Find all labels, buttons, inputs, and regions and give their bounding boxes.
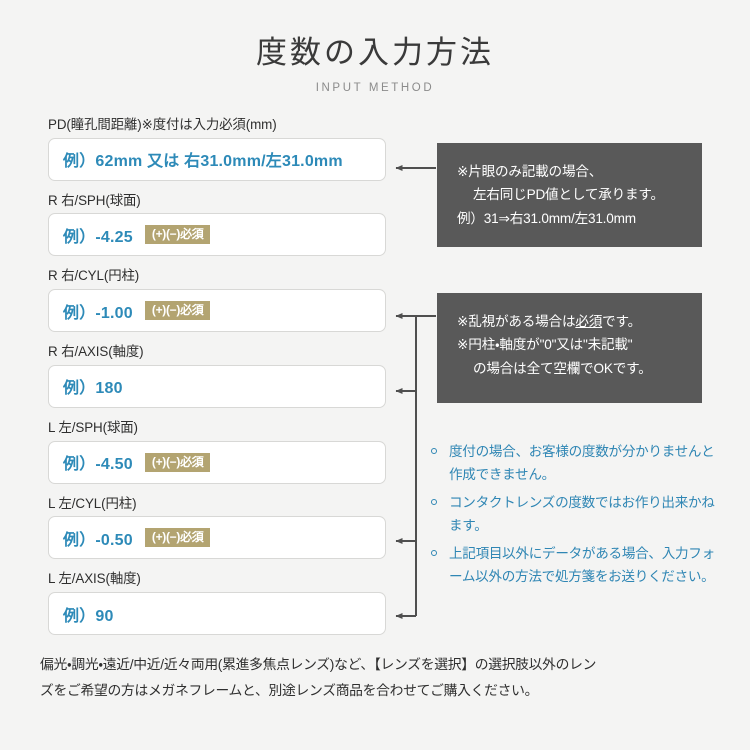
field-r-axis: R 右/AXIS(軸度) 例）180 bbox=[48, 344, 388, 408]
cyl-note-callout: ※乱視がある場合は必須です。 ※円柱・軸度が"0"又は"未記載" の場合は全て空… bbox=[437, 293, 702, 403]
field-pd: PD(瞳孔間距離)※度付は入力必須(mm) 例）62mm 又は 右31.0mm/… bbox=[48, 117, 388, 181]
field-l-sph: L 左/SPH(球面) 例）-4.50 (+)(−)必須 bbox=[48, 419, 388, 484]
list-item: コンタクトレンズの度数ではお作り出来かねます。 bbox=[430, 491, 720, 538]
footer-note: 偏光・調光・遠近/中近/近々両用(累進多焦点レンズ)など、【レンズを選択】の選択… bbox=[40, 652, 712, 703]
cyl-note-line-1-underline: 必須 bbox=[575, 314, 603, 329]
page-title: 度数の入力方法 bbox=[256, 35, 494, 70]
notice-bullet-list: 度付の場合、お客様の度数が分かりませんと作成できません。 コンタクトレンズの度数… bbox=[430, 440, 720, 592]
cyl-note-line-2: ※円柱・軸度が"0"又は"未記載" bbox=[457, 337, 633, 353]
field-r-cyl: R 右/CYL(円柱) 例）-1.00 (+)(−)必須 bbox=[48, 268, 388, 333]
cyl-note-line-1-post: です。 bbox=[602, 314, 641, 329]
r-axis-input[interactable]: 例）180 bbox=[48, 364, 386, 408]
field-label-l-cyl: L 左/CYL(円柱) bbox=[48, 495, 137, 511]
field-label-r-axis: R 右/AXIS(軸度) bbox=[48, 344, 144, 360]
pd-placeholder: 例）62mm 又は 右31.0mm/左31.0mm bbox=[63, 153, 343, 171]
r-cyl-required-badge: (+)(−)必須 bbox=[144, 301, 211, 321]
field-l-cyl: L 左/CYL(円柱) 例）-0.50 (+)(−)必須 bbox=[48, 495, 388, 560]
page-subtitle: INPUT METHOD bbox=[315, 82, 435, 95]
l-sph-input[interactable]: 例）-4.50 (+)(−)必須 bbox=[48, 440, 386, 484]
l-sph-placeholder: 例）-4.50 bbox=[63, 456, 133, 474]
r-sph-input[interactable]: 例）-4.25 (+)(−)必須 bbox=[48, 213, 386, 257]
pd-note-callout: ※片眼のみ記載の場合、 左右同じPD値として承ります。 例）31⇒右31.0mm… bbox=[437, 143, 702, 247]
field-label-r-sph: R 右/SPH(球面) bbox=[48, 192, 141, 208]
field-r-sph: R 右/SPH(球面) 例）-4.25 (+)(−)必須 bbox=[48, 192, 388, 257]
pd-note-line-1: ※片眼のみ記載の場合、 bbox=[457, 164, 603, 179]
list-item: 度付の場合、お客様の度数が分かりませんと作成できません。 bbox=[430, 440, 720, 487]
l-cyl-placeholder: 例）-0.50 bbox=[63, 531, 133, 549]
l-sph-required-badge: (+)(−)必須 bbox=[144, 452, 211, 472]
cyl-note-line-3: の場合は全て空欄でOKです。 bbox=[473, 360, 652, 376]
l-axis-placeholder: 例）90 bbox=[63, 607, 114, 625]
field-l-axis: L 左/AXIS(軸度) 例）90 bbox=[48, 571, 388, 636]
page-header: 度数の入力方法 INPUT METHOD bbox=[0, 34, 750, 94]
cyl-note-line-1: ※乱視がある場合は必須です。 bbox=[457, 310, 684, 333]
l-cyl-input[interactable]: 例）-0.50 (+)(−)必須 bbox=[48, 516, 386, 560]
pd-input[interactable]: 例）62mm 又は 右31.0mm/左31.0mm bbox=[48, 137, 386, 181]
l-axis-input[interactable]: 例）90 bbox=[48, 592, 386, 636]
pd-note-line-3: 例）31⇒右31.0mm/左31.0mm bbox=[457, 210, 636, 226]
footer-line-2: ズをご希望の方はメガネフレームと、別途レンズ商品を合わせてご購入ください。 bbox=[40, 682, 539, 698]
r-cyl-placeholder: 例）-1.00 bbox=[63, 304, 133, 322]
l-cyl-required-badge: (+)(−)必須 bbox=[144, 528, 211, 548]
field-label-l-axis: L 左/AXIS(軸度) bbox=[48, 571, 141, 587]
field-label-pd: PD(瞳孔間距離)※度付は入力必須(mm) bbox=[48, 117, 277, 132]
r-sph-required-badge: (+)(−)必須 bbox=[144, 225, 211, 245]
r-axis-placeholder: 例）180 bbox=[63, 380, 123, 398]
r-sph-placeholder: 例）-4.25 bbox=[63, 228, 133, 246]
cyl-note-line-1-pre: ※乱視がある場合は bbox=[457, 314, 576, 329]
footer-line-1: 偏光・調光・遠近/中近/近々両用(累進多焦点レンズ)など、【レンズを選択】の選択… bbox=[40, 657, 597, 672]
field-label-r-cyl: R 右/CYL(円柱) bbox=[48, 268, 140, 284]
r-cyl-input[interactable]: 例）-1.00 (+)(−)必須 bbox=[48, 289, 386, 333]
pd-note-line-2: 左右同じPD値として承ります。 bbox=[473, 187, 664, 203]
field-label-l-sph: L 左/SPH(球面) bbox=[48, 419, 138, 435]
prescription-form: PD(瞳孔間距離)※度付は入力必須(mm) 例）62mm 又は 右31.0mm/… bbox=[48, 117, 388, 648]
list-item: 上記項目以外にデータがある場合、入力フォーム以外の方法で処方箋をお送りください。 bbox=[430, 542, 720, 589]
